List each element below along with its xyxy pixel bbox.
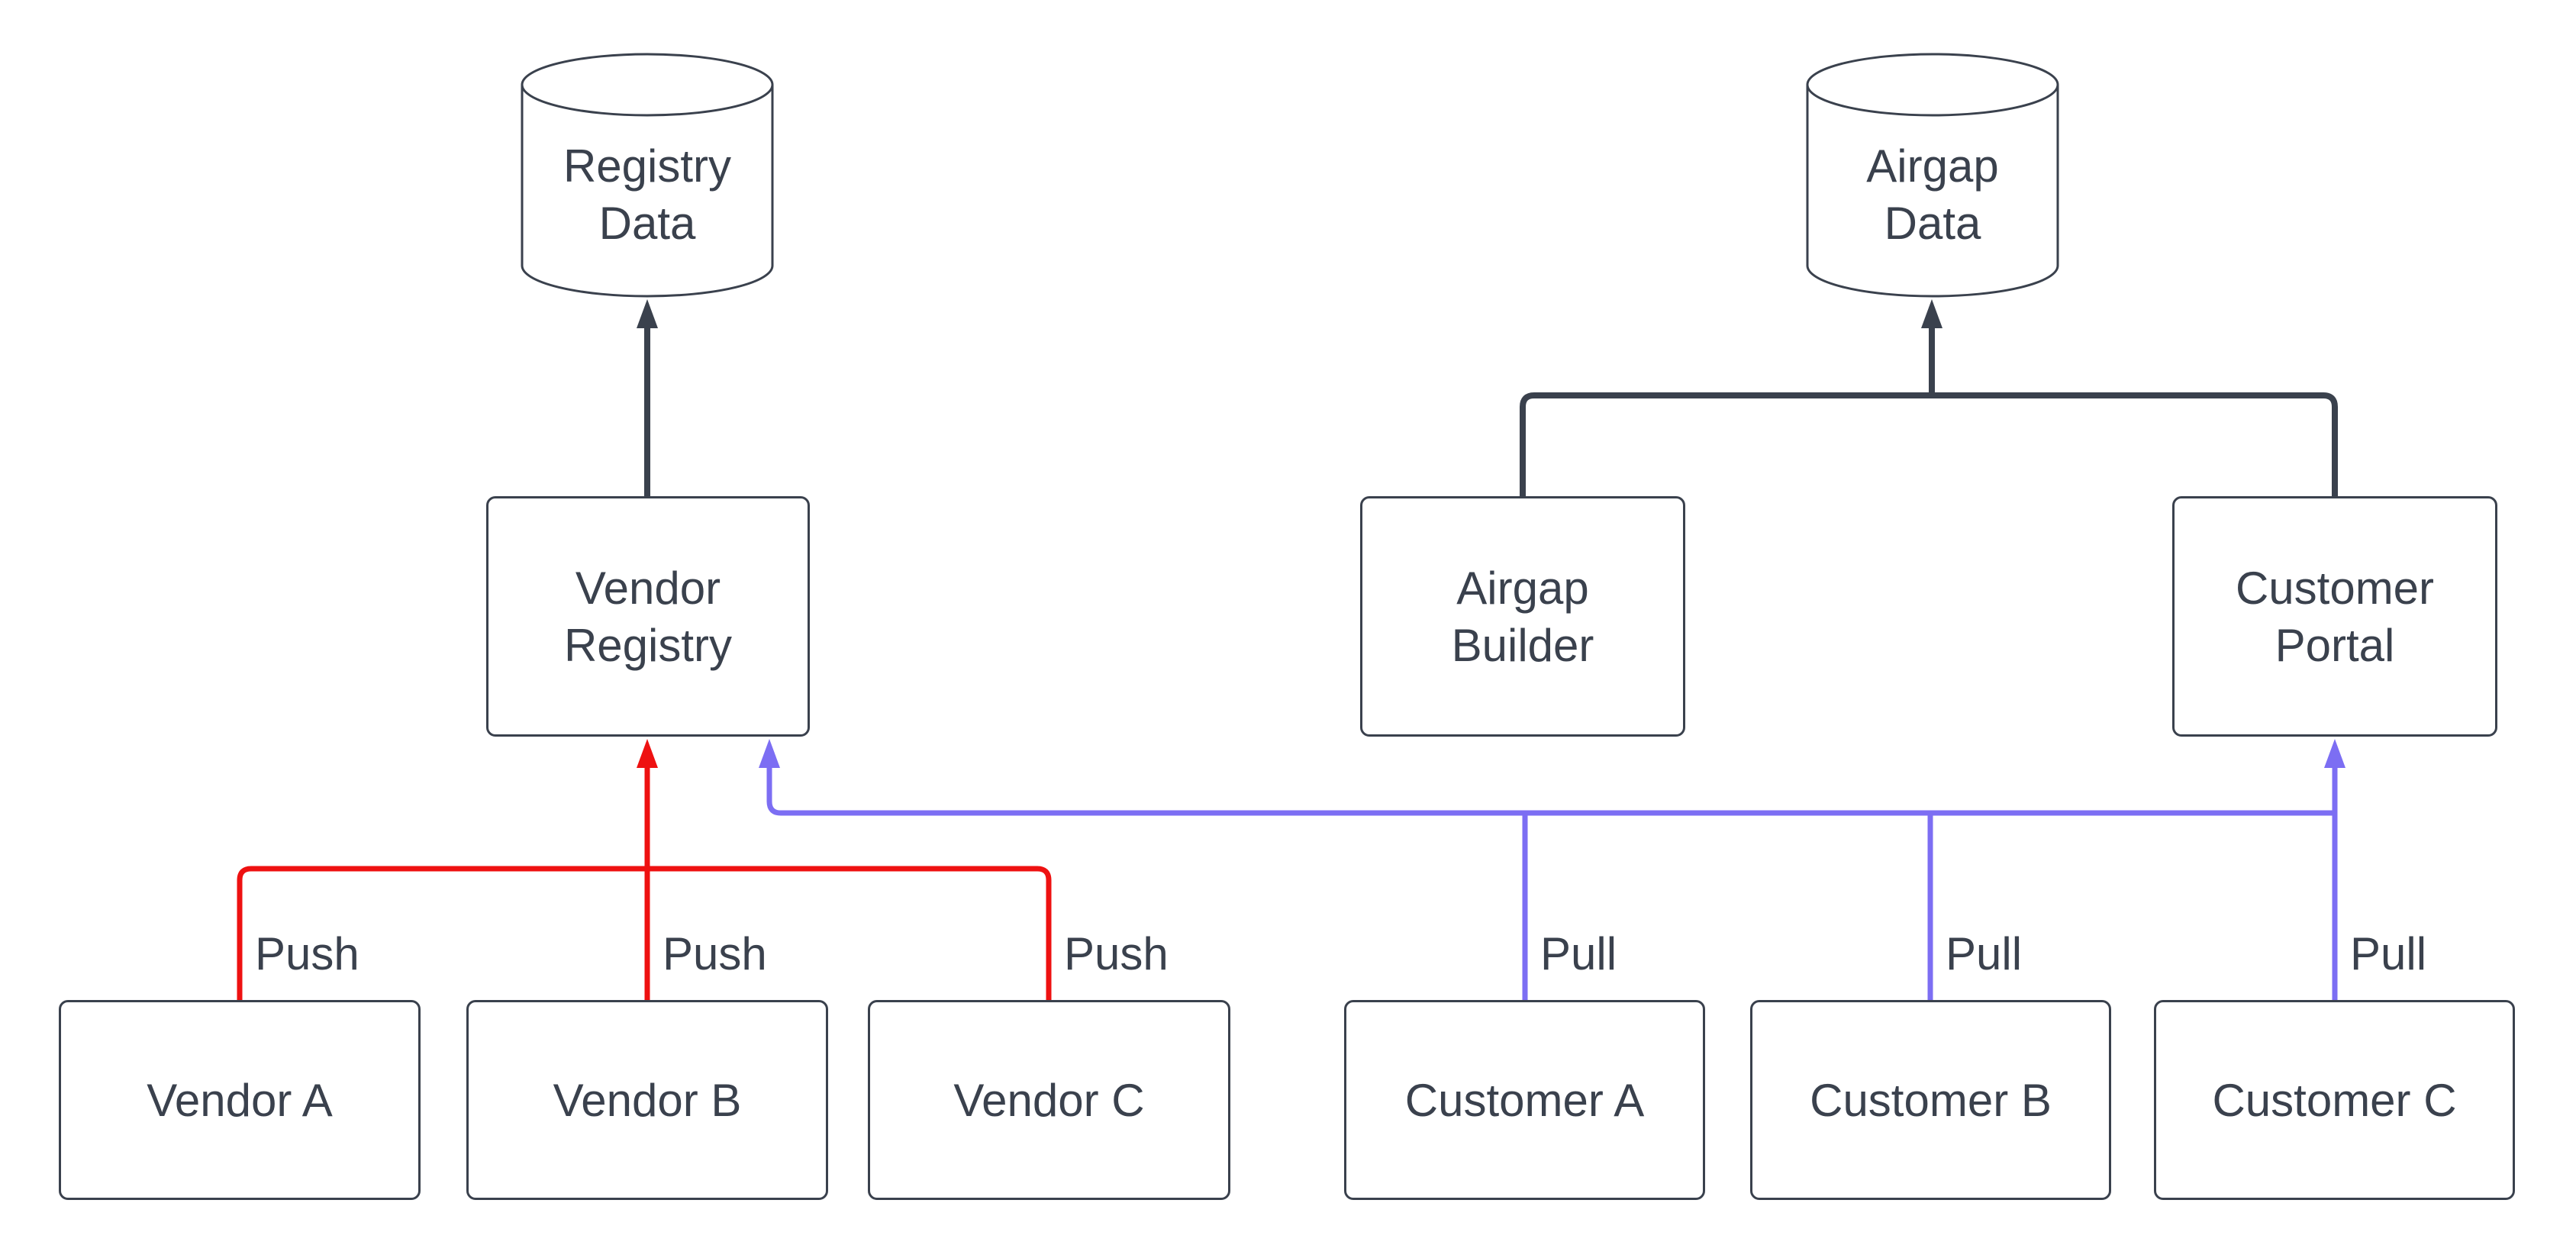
pull-label-customer-a: Pull [1540, 928, 1617, 979]
arrowhead-registry-data [637, 299, 658, 328]
customer-a-node: Customer A [1344, 1000, 1705, 1200]
airgap-data-node-label: Airgap Data [1866, 140, 1999, 249]
vendor-c-node: Vendor C [868, 1000, 1230, 1200]
push-label-vendor-b: Push [663, 928, 767, 979]
push-label-vendor-c: Push [1064, 928, 1169, 979]
airgap-builder-node: Airgap Builder [1360, 496, 1685, 737]
vendor-registry-node: Vendor Registry [486, 496, 810, 737]
arrowhead-pull-customer-portal [2324, 739, 2345, 768]
edge-airgap-builder-customer-portal-trunk [1520, 392, 2338, 496]
registry-data-cylinder-rim [521, 84, 774, 117]
edge-push-rail [237, 866, 1052, 1000]
arrowhead-airgap-data [1921, 299, 1942, 328]
arrowhead-pull-vendor-registry [759, 739, 780, 768]
customer-portal-node: Customer Portal [2172, 496, 2497, 737]
pull-label-customer-b: Pull [1946, 928, 2023, 979]
customer-c-node: Customer C [2154, 1000, 2515, 1200]
edge-pull-rail-to-vendor-registry [766, 765, 2335, 816]
customer-b-node: Customer B [1750, 1000, 2111, 1200]
vendor-b-node: Vendor B [466, 1000, 828, 1200]
vendor-a-node: Vendor A [59, 1000, 421, 1200]
registry-data-node-label: Registry Data [563, 140, 732, 249]
pull-label-customer-c: Pull [2350, 928, 2427, 979]
push-label-vendor-a: Push [255, 928, 359, 979]
registry-data-cylinder [521, 53, 774, 298]
airgap-data-cylinder [1806, 53, 2059, 298]
arrowhead-push-vendor-registry [637, 739, 658, 768]
airgap-data-cylinder-rim [1806, 84, 2059, 117]
